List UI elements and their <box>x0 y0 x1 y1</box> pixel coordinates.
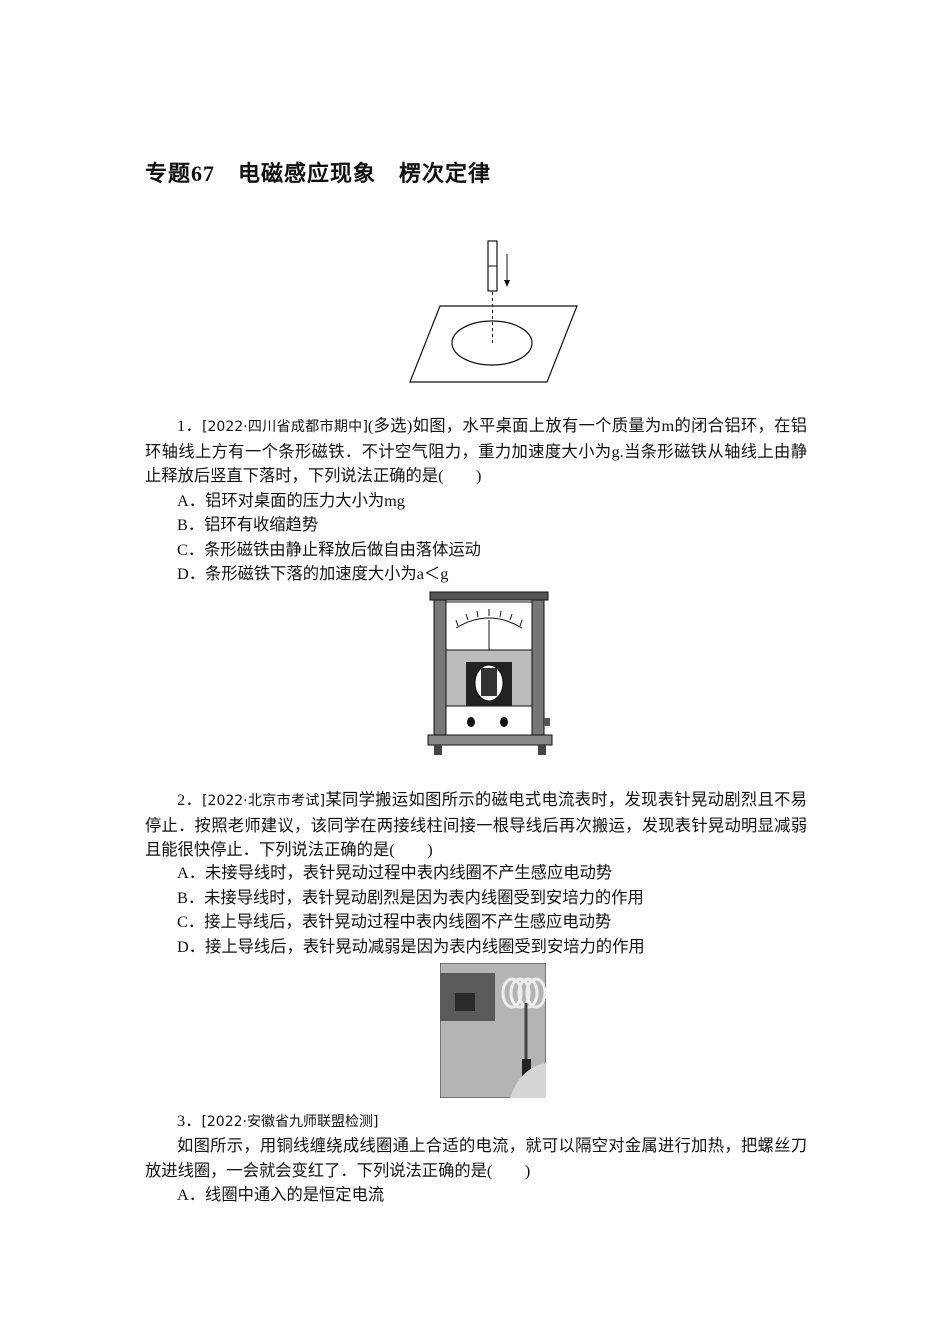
q2-option-b[interactable]: B．未接导线时，表针晃动剧烈是因为表内线圈受到安培力的作用 <box>177 888 644 907</box>
q1-option-b[interactable]: B．铝环有收缩趋势 <box>177 515 319 534</box>
q2-option-d[interactable]: D．接上导线后，表针晃动减弱是因为表内线圈受到安培力的作用 <box>177 937 645 956</box>
question-3-stem: 如图所示，用铜线缠绕成线圈通上合适的电流，就可以隔空对金属进行加热，把螺丝刀放进… <box>145 1136 807 1180</box>
q1-option-c[interactable]: C．条形磁铁由静止释放后做自由落体运动 <box>177 540 481 559</box>
q1-option-a[interactable]: A．铝环对桌面的压力大小为mg <box>177 491 405 510</box>
q3-option-a[interactable]: A．线圈中通入的是恒定电流 <box>177 1185 385 1204</box>
question-1-stem: 1．[2022·四川省成都市期中](多选)如图，水平桌面上放有一个质量为m的闭合… <box>145 416 807 486</box>
q1-option-d[interactable]: D．条形磁铁下落的加速度大小为a＜g <box>177 564 449 583</box>
page-title: 专题67 电磁感应现象 楞次定律 <box>145 161 492 186</box>
question-2-stem: 2．[2022·北京市考试]某同学搬运如图所示的磁电式电流表时，发现表针晃动剧烈… <box>145 790 807 860</box>
question-3-header: 3．[2022·安徽省九师联盟检测] <box>177 1111 379 1130</box>
figure-magnet-ring <box>409 240 578 383</box>
figure-galvanometer <box>427 591 553 755</box>
q2-option-a[interactable]: A．未接导线时，表针晃动过程中表内线圈不产生感应电动势 <box>177 863 613 882</box>
q2-option-c[interactable]: C．接上导线后，表针晃动过程中表内线圈不产生感应电动势 <box>177 912 612 931</box>
figure-induction-coil-photo <box>440 963 546 1098</box>
